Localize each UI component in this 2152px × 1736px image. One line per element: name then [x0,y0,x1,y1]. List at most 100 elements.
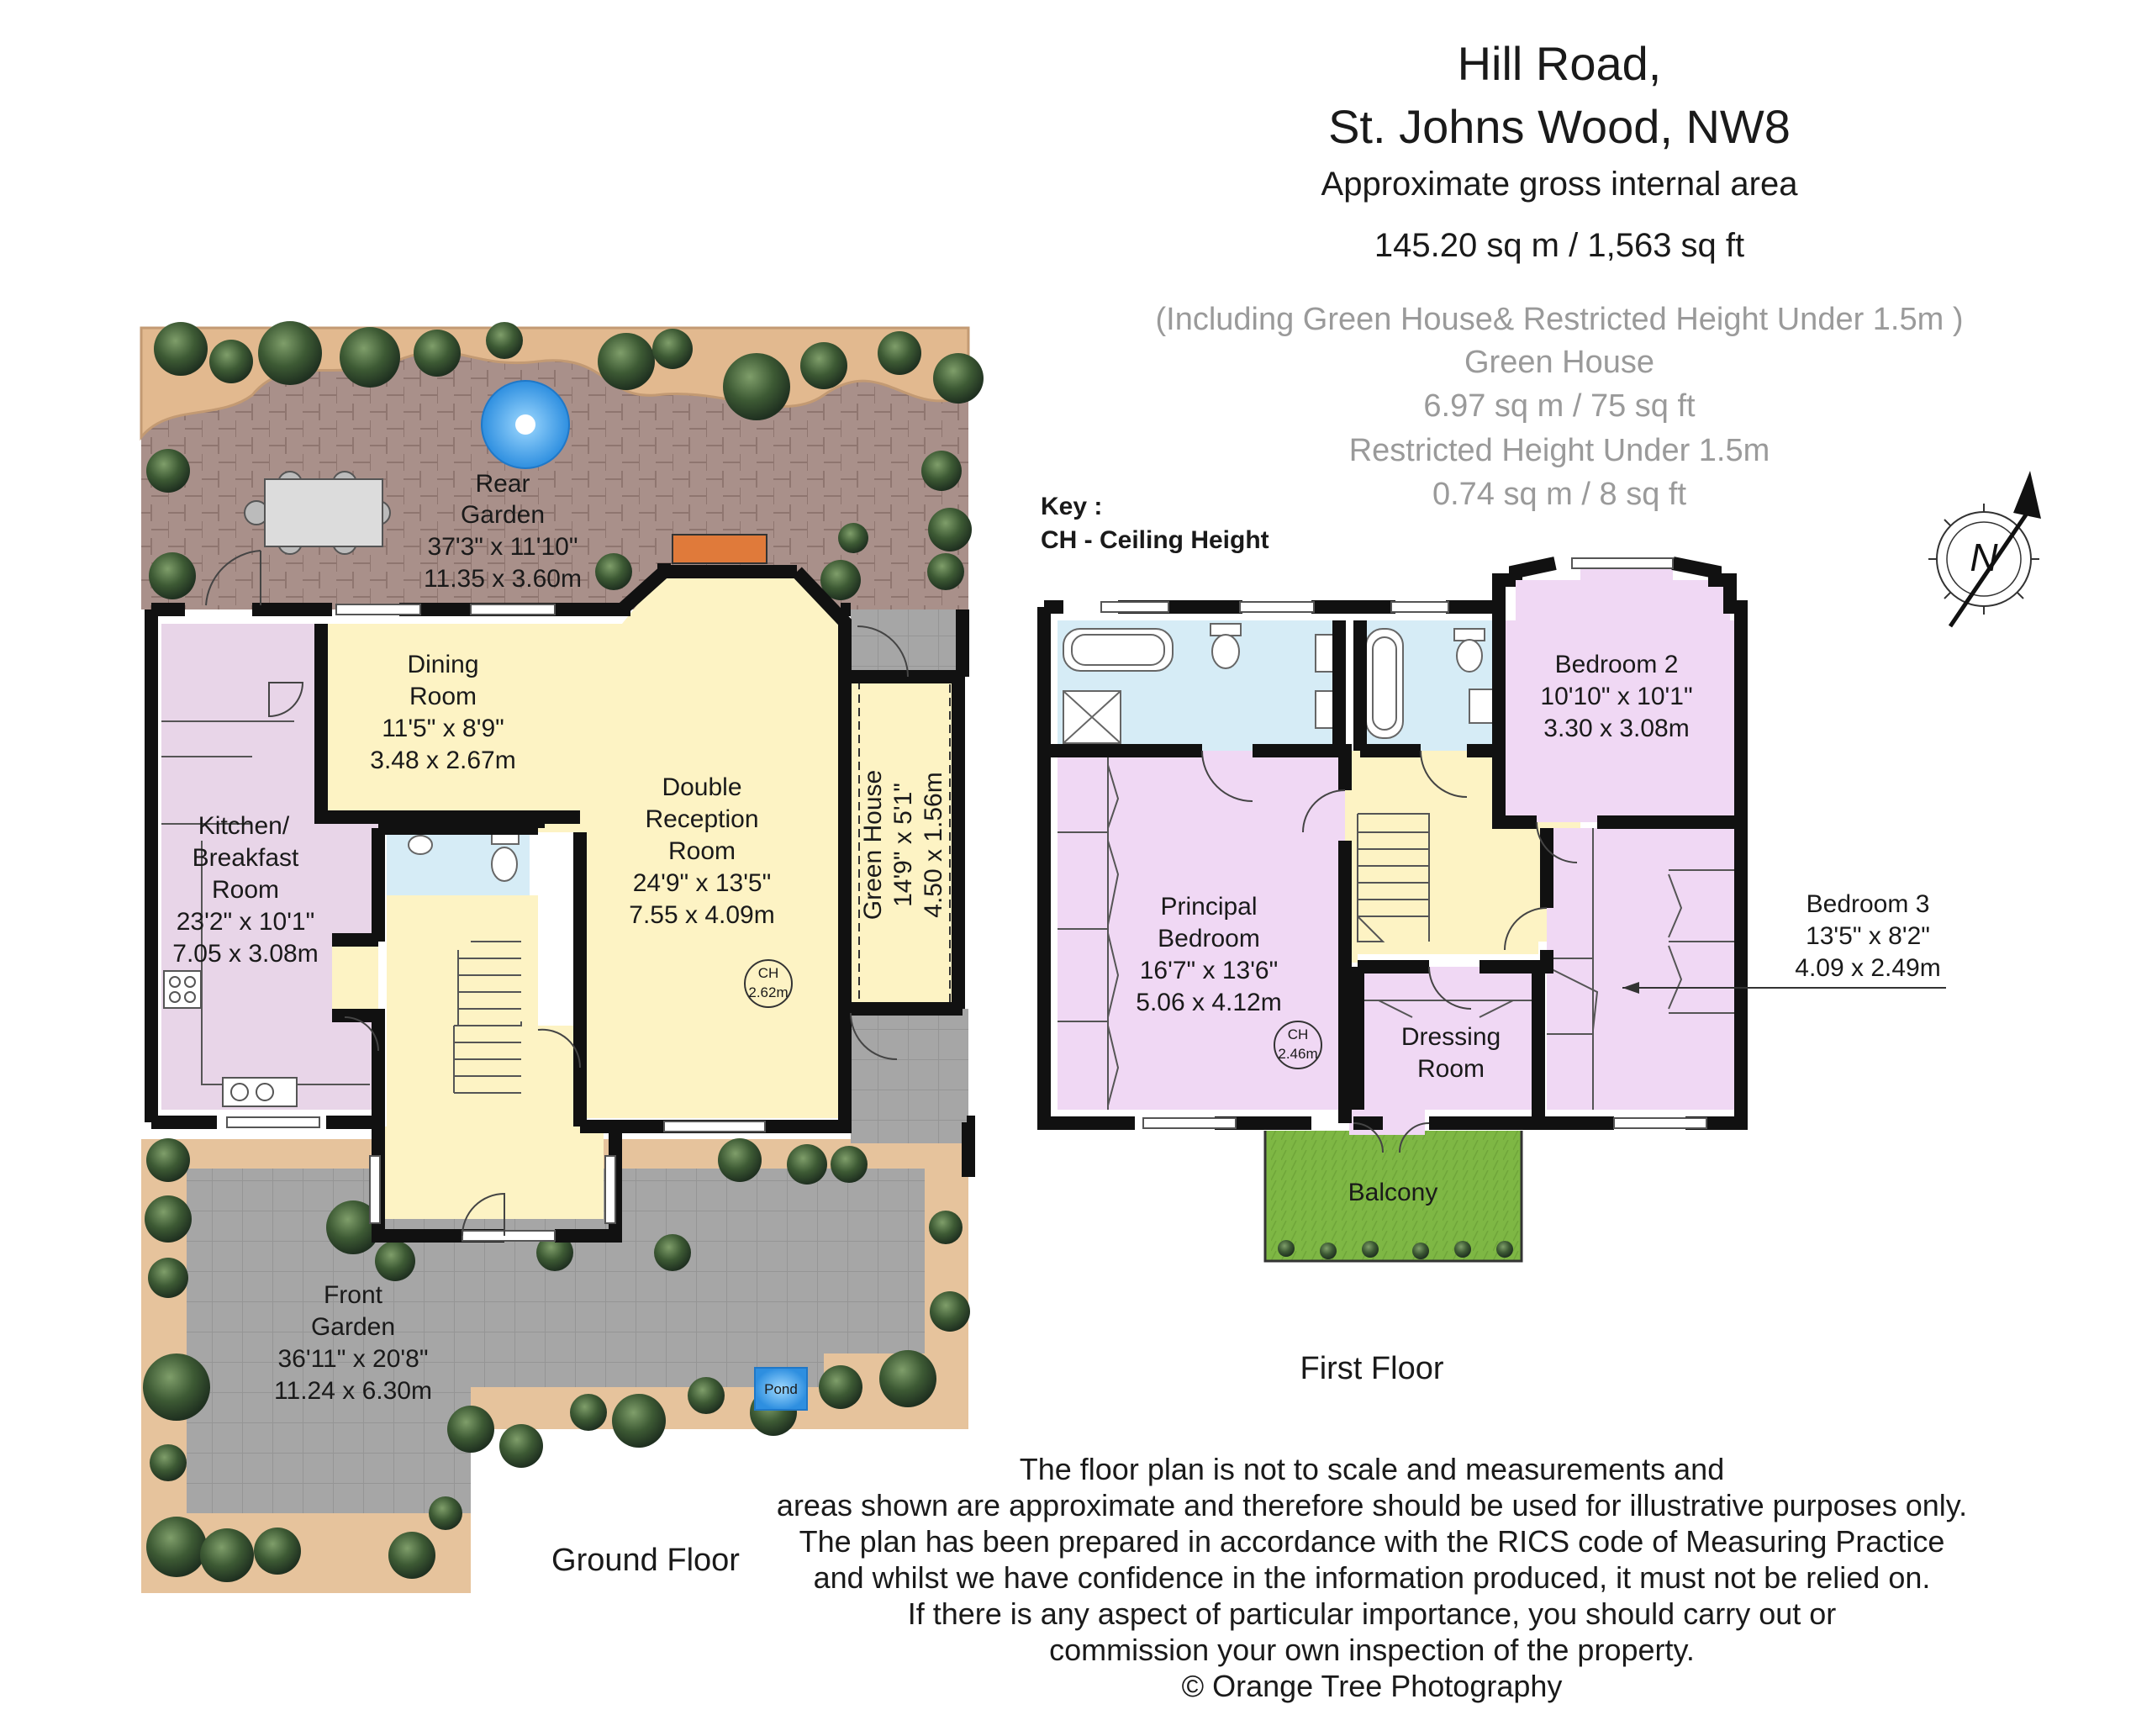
ground-floor: Pond [140,321,984,1593]
header: Hill Road, St. Johns Wood, NW8 Approxima… [1155,37,1963,512]
bedroom-3-label: Bedroom 3 13'5" x 8'2" 4.09 x 2.49m [1795,890,1940,982]
store-area [332,940,378,1016]
front-garden-shrubs [143,1138,970,1582]
green-house-title: Green House [1464,345,1654,380]
svg-text:Kitchen/: Kitchen/ [198,812,290,840]
first-floor: Bedroom 2 10'10" x 10'1" 3.30 x 3.08m Pr… [1037,557,1946,1386]
copyright: © Orange Tree Photography [1182,1669,1563,1703]
svg-text:7.55 x 4.09m: 7.55 x 4.09m [629,901,774,929]
svg-text:Room: Room [212,876,279,904]
svg-text:Garden: Garden [311,1313,395,1341]
svg-text:37'3" x 11'10": 37'3" x 11'10" [428,533,578,561]
dining-room-label: Dining Room 11'5" x 8'9" 3.48 x 2.67m [370,651,515,774]
svg-text:24'9" x 13'5": 24'9" x 13'5" [633,869,772,897]
front-garden-patio [187,1169,925,1513]
svg-text:Bedroom 2: Bedroom 2 [1555,651,1679,678]
disclaimer-line-1: The floor plan is not to scale and measu… [1020,1452,1724,1486]
svg-text:Breakfast: Breakfast [193,844,299,872]
svg-text:23'2" x 10'1": 23'2" x 10'1" [177,908,315,936]
svg-text:3.48 x 2.67m: 3.48 x 2.67m [370,747,515,774]
svg-text:11.35 x 3.60m: 11.35 x 3.60m [424,565,582,593]
kitchen-fittings [161,720,370,1107]
key-ch: CH - Ceiling Height [1041,526,1269,554]
svg-text:10'10" x 10'1": 10'10" x 10'1" [1540,683,1692,710]
svg-text:Room: Room [668,837,736,865]
area-value: 145.20 sq m / 1,563 sq ft [1374,227,1744,264]
dining-area [321,624,578,817]
first-floor-label: First Floor [1300,1351,1444,1386]
svg-text:16'7" x 13'6": 16'7" x 13'6" [1140,957,1279,984]
svg-text:Room: Room [1417,1055,1485,1083]
svg-text:14'9" x 5'1": 14'9" x 5'1" [889,783,917,907]
wc-fittings [408,831,520,882]
bathroom-fittings [1063,623,1494,744]
ground-floor-doors [205,550,909,1237]
reception-ch-value: 2.62m [748,984,788,1000]
bedroom-2-label: Bedroom 2 10'10" x 10'1" 3.30 x 3.08m [1540,651,1692,742]
ground-stairs [453,941,522,1094]
kitchen-label: Kitchen/ Breakfast Room 23'2" x 10'1" 7.… [172,812,318,968]
title-line-2: St. Johns Wood, NW8 [1328,100,1791,153]
principal-ch-label: CH [1288,1026,1309,1042]
key-title: Key : [1041,493,1102,520]
principal-ch-value: 2.46m [1278,1046,1317,1062]
area-caption: Approximate gross internal area [1321,166,1799,203]
hall-area [378,895,604,1219]
disclaimer: The floor plan is not to scale and measu… [777,1452,1967,1703]
compass-north-label: N [1970,536,1998,579]
restricted-title: Restricted Height Under 1.5m [1349,433,1770,468]
wardrobes [1058,757,1734,1110]
reception-ch-label: CH [758,965,779,981]
svg-text:3.30 x 3.08m: 3.30 x 3.08m [1543,715,1689,742]
svg-text:11.24 x 6.30m: 11.24 x 6.30m [274,1377,432,1405]
first-floor-doors [1201,750,1578,1153]
landing-area [1286,751,1580,963]
svg-text:Double: Double [662,773,741,801]
fireplace [672,534,767,564]
svg-text:11'5" x 8'9": 11'5" x 8'9" [382,715,504,742]
rear-garden-label: Rear Garden 37'3" x 11'10" 11.35 x 3.60m [424,470,582,593]
svg-text:Bedroom: Bedroom [1158,925,1260,952]
svg-text:5.06 x 4.12m: 5.06 x 4.12m [1136,989,1281,1016]
bedroom-2-area [1499,563,1734,822]
title-line-1: Hill Road, [1458,37,1662,90]
disclaimer-line-5: If there is any aspect of particular imp… [908,1596,1837,1631]
dressing-room-label: Dressing Room [1401,1023,1501,1083]
first-floor-windows [1100,557,1707,1129]
svg-text:Green House: Green House [859,770,887,920]
key: Key : CH - Ceiling Height [1041,493,1269,554]
green-house-label: Green House 14'9" x 5'1" 4.50 x 1.56m [859,770,947,920]
disclaimer-line-3: The plan has been prepared in accordance… [799,1524,1945,1559]
pond [754,1367,808,1411]
rear-garden-shrubs [146,321,984,600]
ground-floor-windows [226,604,766,1242]
svg-text:13'5" x 8'2": 13'5" x 8'2" [1806,922,1930,950]
first-floor-stairs [1357,813,1430,942]
including-note: (Including Green House& Restricted Heigh… [1155,302,1963,337]
svg-text:Room: Room [409,683,477,710]
svg-text:Garden: Garden [461,501,545,529]
pond-label: Pond [764,1381,798,1397]
svg-text:4.09 x 2.49m: 4.09 x 2.49m [1795,954,1940,982]
svg-text:7.05 x 3.08m: 7.05 x 3.08m [172,940,318,968]
svg-text:Principal: Principal [1160,893,1257,921]
bedroom-3-area [1547,828,1734,1110]
svg-text:4.50 x 1.56m: 4.50 x 1.56m [920,772,947,917]
svg-text:Front: Front [324,1281,383,1309]
balcony-label: Balcony [1348,1179,1438,1206]
green-house-area [851,677,958,1009]
svg-text:Reception: Reception [645,805,758,833]
reception-area [538,572,841,1118]
svg-text:Rear: Rear [475,470,530,498]
compass: N [1928,471,2041,628]
front-garden-label: Front Garden 36'11" x 20'8" 11.24 x 6.30… [274,1281,432,1405]
restricted-area: 0.74 sq m / 8 sq ft [1432,477,1686,512]
disclaimer-line-2: areas shown are approximate and therefor… [777,1488,1967,1522]
svg-text:Dressing: Dressing [1401,1023,1501,1051]
principal-bedroom-label: Principal Bedroom 16'7" x 13'6" 5.06 x 4… [1136,893,1322,1069]
garden-table [244,471,391,555]
svg-text:36'11" x 20'8": 36'11" x 20'8" [278,1345,429,1373]
ground-floor-label: Ground Floor [551,1543,740,1578]
principal-bedroom-area [1058,751,1345,1110]
